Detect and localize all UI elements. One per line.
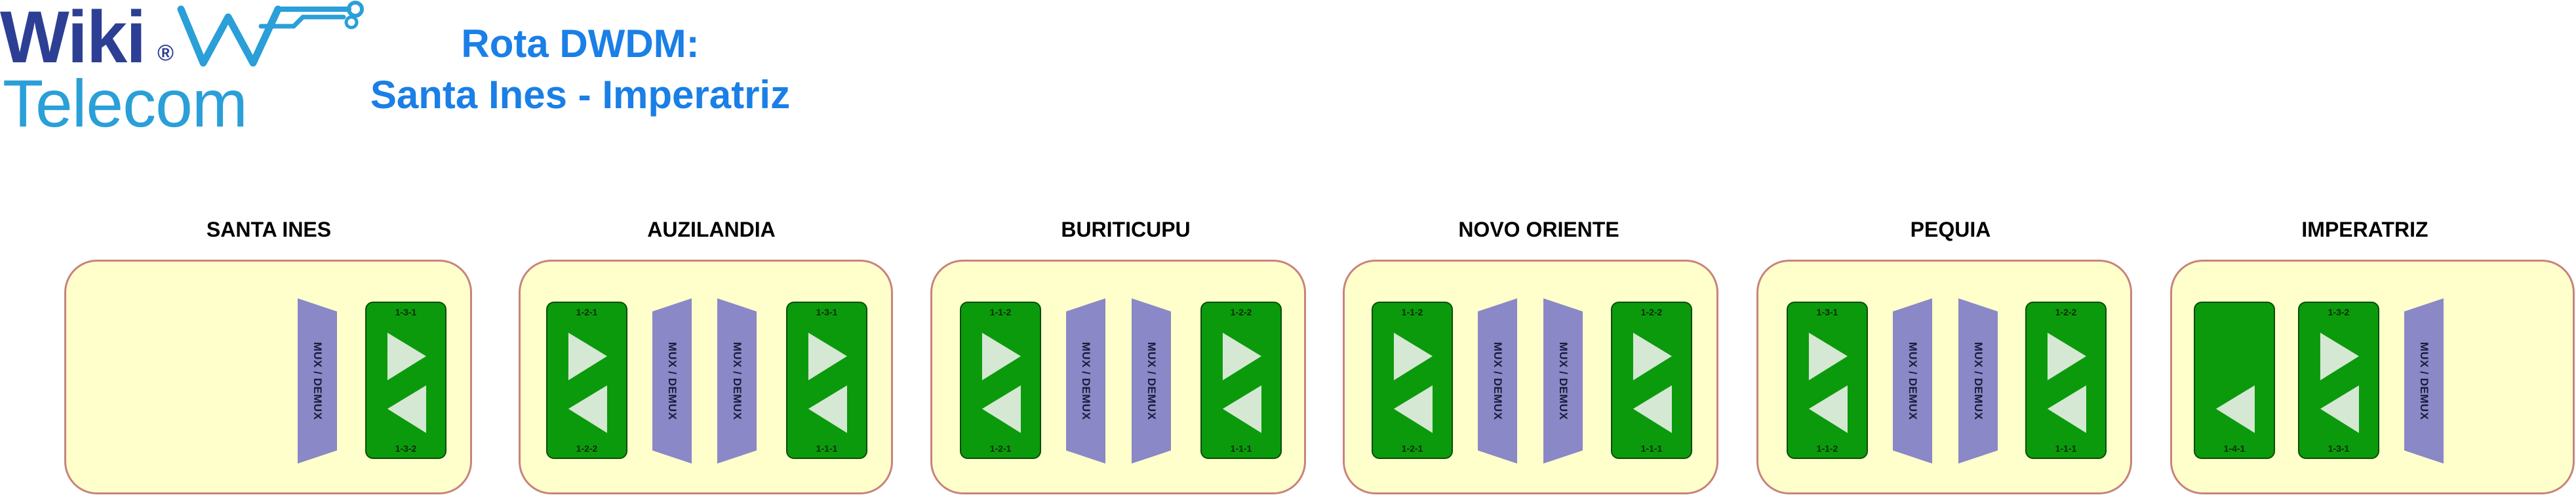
card-arrows (981, 332, 1021, 433)
port-label-top: 1-1-2 (989, 307, 1012, 317)
mux-demux: MUX / DEMUX (1543, 298, 1583, 464)
port-label-top: 1-3-1 (395, 307, 417, 317)
rx-arrow-left-icon (2215, 385, 2255, 433)
title-line-1: Rota DWDM: (461, 22, 700, 66)
tx-arrow-right-icon (808, 332, 847, 380)
site-name: PEQUIA (1910, 218, 1991, 241)
port-label-bottom: 1-1-1 (1640, 443, 1663, 454)
title-line-2: Santa Ines - Imperatriz (370, 73, 791, 117)
transponder-card: 1-1-2 1-2-1 (960, 302, 1041, 459)
port-label-bottom: 1-2-2 (576, 443, 598, 454)
site-name: AUZILANDIA (647, 218, 776, 241)
mux-demux-label: MUX / DEMUX (1972, 342, 1985, 420)
site-name: NOVO ORIENTE (1458, 218, 1619, 241)
mux-demux: MUX / DEMUX (1478, 298, 1517, 464)
mux-demux-label: MUX / DEMUX (731, 342, 743, 420)
rx-arrow-left-icon (2320, 385, 2359, 433)
port-label-bottom: 1-4-1 (2223, 443, 2246, 454)
port-label-top: 1-1-2 (1401, 307, 1423, 317)
port-label-top: 1-3-2 (2328, 307, 2350, 317)
port-label-bottom: 1-1-2 (1816, 443, 1838, 454)
tx-arrow-right-icon (387, 332, 426, 380)
port-label-top: 1-3-1 (1816, 307, 1838, 317)
mux-demux: MUX / DEMUX (1132, 298, 1171, 464)
port-label-top: 1-2-2 (1230, 307, 1252, 317)
mux-demux: MUX / DEMUX (1958, 298, 1998, 464)
port-label-top: 1-2-1 (576, 307, 598, 317)
transponder-card: 1-2-2 1-1-1 (2025, 302, 2107, 459)
rx-arrow-left-icon (808, 385, 847, 433)
port-label-bottom: 1-2-1 (1401, 443, 1423, 454)
mux-demux-label: MUX / DEMUX (1080, 342, 1092, 420)
transponder-card: 1-3-1 1-3-2 (365, 302, 446, 459)
transponder-card: 1-4-1 (2194, 302, 2275, 459)
card-arrows (2215, 385, 2255, 433)
site-name: SANTA INES (206, 218, 332, 241)
mux-demux: MUX / DEMUX (1066, 298, 1105, 464)
rx-arrow-left-icon (1633, 385, 1672, 433)
rx-arrow-left-icon (1808, 385, 1848, 433)
card-arrows (1222, 332, 1261, 433)
wiki-telecom-logo: Wiki ® Telecom (0, 0, 367, 141)
site-name: IMPERATRIZ (2301, 218, 2428, 241)
card-arrows (387, 332, 426, 433)
mux-demux-label: MUX / DEMUX (1557, 342, 1570, 420)
mux-demux-label: MUX / DEMUX (666, 342, 679, 420)
port-label-top: 1-2-2 (1640, 307, 1663, 317)
logo-wiki-text: Wiki (0, 0, 146, 78)
diagram-title: Rota DWDM: Santa Ines - Imperatriz (334, 18, 826, 121)
transponder-card: 1-3-2 1-3-1 (2298, 302, 2379, 459)
logo-w-circuit-icon (177, 1, 364, 67)
card-arrows (568, 332, 607, 433)
transponder-card: 1-2-2 1-1-1 (1200, 302, 1282, 459)
tx-arrow-right-icon (1808, 332, 1848, 380)
card-arrows (1808, 332, 1848, 433)
card-arrows (1633, 332, 1672, 433)
mux-demux-label: MUX / DEMUX (1907, 342, 1919, 420)
logo-registered-mark: ® (157, 41, 174, 66)
port-label-bottom: 1-1-1 (1230, 443, 1252, 454)
port-label-bottom: 1-2-1 (989, 443, 1012, 454)
port-label-bottom: 1-3-2 (395, 443, 417, 454)
port-label-bottom: 1-3-1 (2328, 443, 2350, 454)
mux-demux: MUX / DEMUX (2404, 298, 2444, 464)
transponder-card: 1-1-2 1-2-1 (1372, 302, 1453, 459)
mux-demux-label: MUX / DEMUX (1145, 342, 1158, 420)
rx-arrow-left-icon (1393, 385, 1433, 433)
transponder-card: 1-2-2 1-1-1 (1611, 302, 1692, 459)
tx-arrow-right-icon (2047, 332, 2086, 380)
tx-arrow-right-icon (1222, 332, 1261, 380)
tx-arrow-right-icon (2320, 332, 2359, 380)
tx-arrow-right-icon (1393, 332, 1433, 380)
port-label-bottom: 1-1-1 (816, 443, 838, 454)
transponder-card: 1-2-1 1-2-2 (546, 302, 627, 459)
transponder-card: 1-3-1 1-1-1 (786, 302, 867, 459)
mux-demux: MUX / DEMUX (1893, 298, 1932, 464)
port-label-top: 1-2-2 (2055, 307, 2077, 317)
card-arrows (2320, 332, 2359, 433)
port-label-bottom: 1-1-1 (2055, 443, 2077, 454)
tx-arrow-right-icon (568, 332, 607, 380)
card-arrows (1393, 332, 1433, 433)
rx-arrow-left-icon (1222, 385, 1261, 433)
port-label-top: 1-3-1 (816, 307, 838, 317)
rx-arrow-left-icon (2047, 385, 2086, 433)
tx-arrow-right-icon (981, 332, 1021, 380)
rx-arrow-left-icon (981, 385, 1021, 433)
mux-demux-label: MUX / DEMUX (311, 342, 324, 420)
mux-demux: MUX / DEMUX (652, 298, 692, 464)
site-name: BURITICUPU (1061, 218, 1191, 241)
mux-demux: MUX / DEMUX (717, 298, 757, 464)
logo-telecom-text: Telecom (3, 66, 248, 141)
rx-arrow-left-icon (387, 385, 426, 433)
transponder-card: 1-3-1 1-1-2 (1787, 302, 1868, 459)
mux-demux: MUX / DEMUX (298, 298, 337, 464)
rx-arrow-left-icon (568, 385, 607, 433)
card-arrows (2047, 332, 2086, 433)
tx-arrow-right-icon (1633, 332, 1672, 380)
card-arrows (808, 332, 847, 433)
mux-demux-label: MUX / DEMUX (2418, 342, 2430, 420)
mux-demux-label: MUX / DEMUX (1492, 342, 1504, 420)
